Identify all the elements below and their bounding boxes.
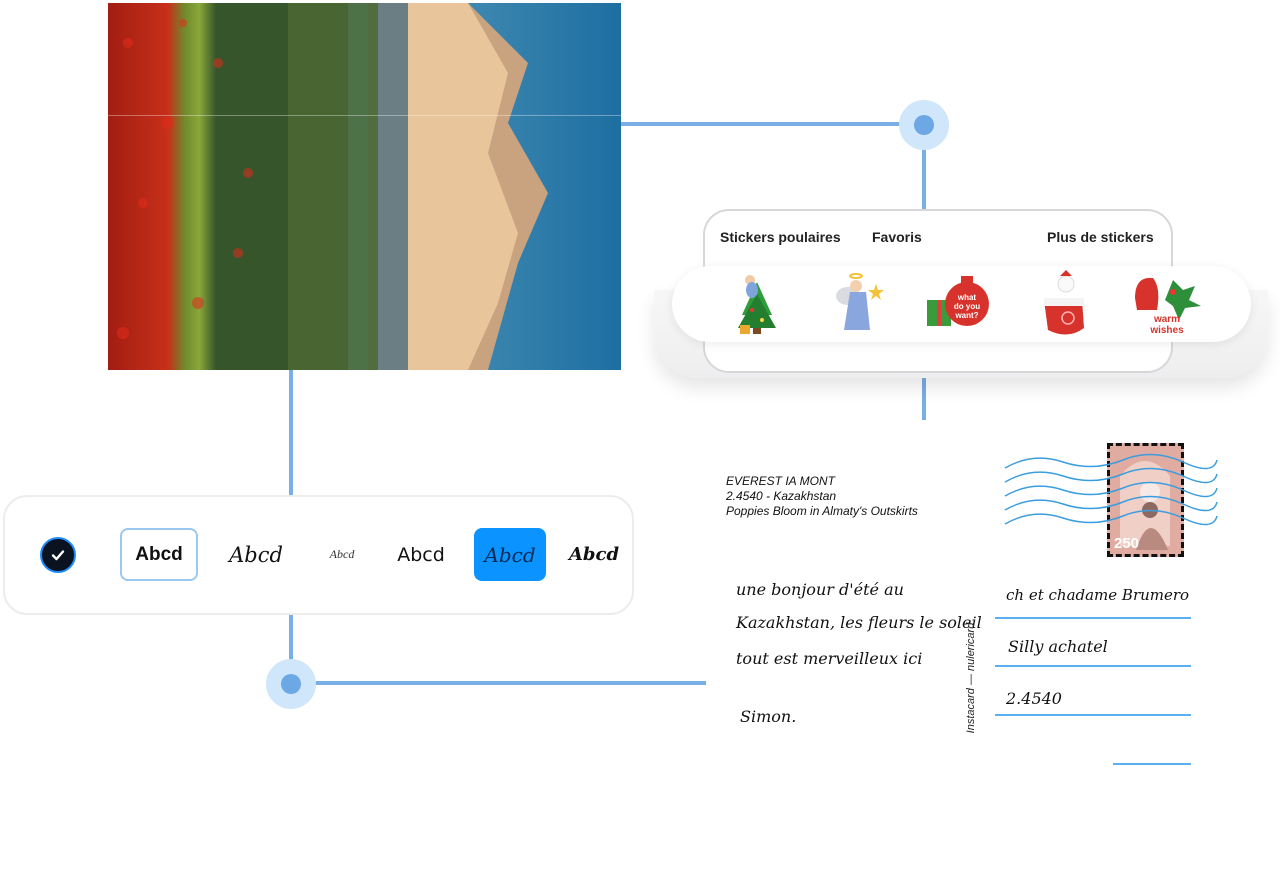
connector-line (289, 370, 293, 495)
connector-line (289, 611, 293, 685)
message-line[interactable]: une bonjour d'été au (736, 580, 904, 599)
font-option-script-thin[interactable]: Abcd (329, 547, 355, 561)
svg-text:wishes: wishes (1149, 325, 1184, 336)
font-option-sans-bold[interactable]: Abcd (120, 528, 198, 581)
message-line[interactable]: Kazakhstan, les fleurs le soleil (736, 613, 982, 632)
address-underline (995, 617, 1191, 619)
signature[interactable]: Simon. (740, 707, 797, 726)
font-option-selected[interactable]: Abcd (474, 528, 546, 581)
tab-stickers-populaires[interactable]: Stickers poulaires (720, 229, 841, 245)
brand-vertical-text: Instacard — nulericard (965, 622, 977, 734)
postage-stamp[interactable]: 250 (1107, 443, 1184, 557)
svg-text:what: what (957, 293, 977, 302)
landscape-photo-art (108, 3, 621, 370)
connector-node (281, 674, 301, 694)
address-line-code[interactable]: 2.4540 (1006, 689, 1062, 708)
address-underline (995, 665, 1191, 667)
address-line-name[interactable]: ch et chadame Brumero (1006, 586, 1190, 604)
caption-location: 2.4540 - Kazakhstan (726, 489, 837, 503)
landscape-photo[interactable] (108, 3, 621, 370)
christmas-tree-angel-sticker[interactable] (722, 270, 792, 338)
caption-description: Poppies Bloom in Almaty's Outskirts (726, 504, 918, 518)
font-option-bold-italic[interactable]: Abcd (568, 544, 620, 565)
connector-node (914, 115, 934, 135)
warm-wishes-sticker[interactable]: warm wishes (1131, 270, 1201, 338)
stamp-value: 250 (1114, 535, 1140, 552)
message-line[interactable]: tout est merveilleux ici (736, 649, 923, 668)
address-underline (1113, 763, 1191, 765)
connector-line (292, 681, 706, 685)
postmark-waves (1004, 453, 1218, 526)
tab-favoris[interactable]: Favoris (872, 229, 922, 245)
gift-bag-sticker[interactable]: what do you want? (925, 270, 995, 338)
snowman-mitten-sticker[interactable] (1030, 270, 1100, 338)
check-icon[interactable] (40, 537, 76, 573)
connector-line (621, 122, 925, 126)
address-underline (995, 714, 1191, 716)
tab-plus-de-stickers[interactable]: Plus de stickers (1047, 229, 1154, 245)
font-option-serif-italic[interactable]: Abcd (229, 542, 283, 567)
svg-text:want?: want? (954, 311, 978, 320)
caption-title: EVEREST IA MONT (726, 474, 835, 488)
address-line-street[interactable]: Silly achatel (1008, 637, 1108, 656)
svg-text:do you: do you (954, 302, 980, 311)
angel-star-sticker[interactable] (822, 270, 892, 338)
svg-text:warm: warm (1153, 314, 1180, 325)
font-option-regular[interactable]: Abcd (397, 543, 445, 566)
